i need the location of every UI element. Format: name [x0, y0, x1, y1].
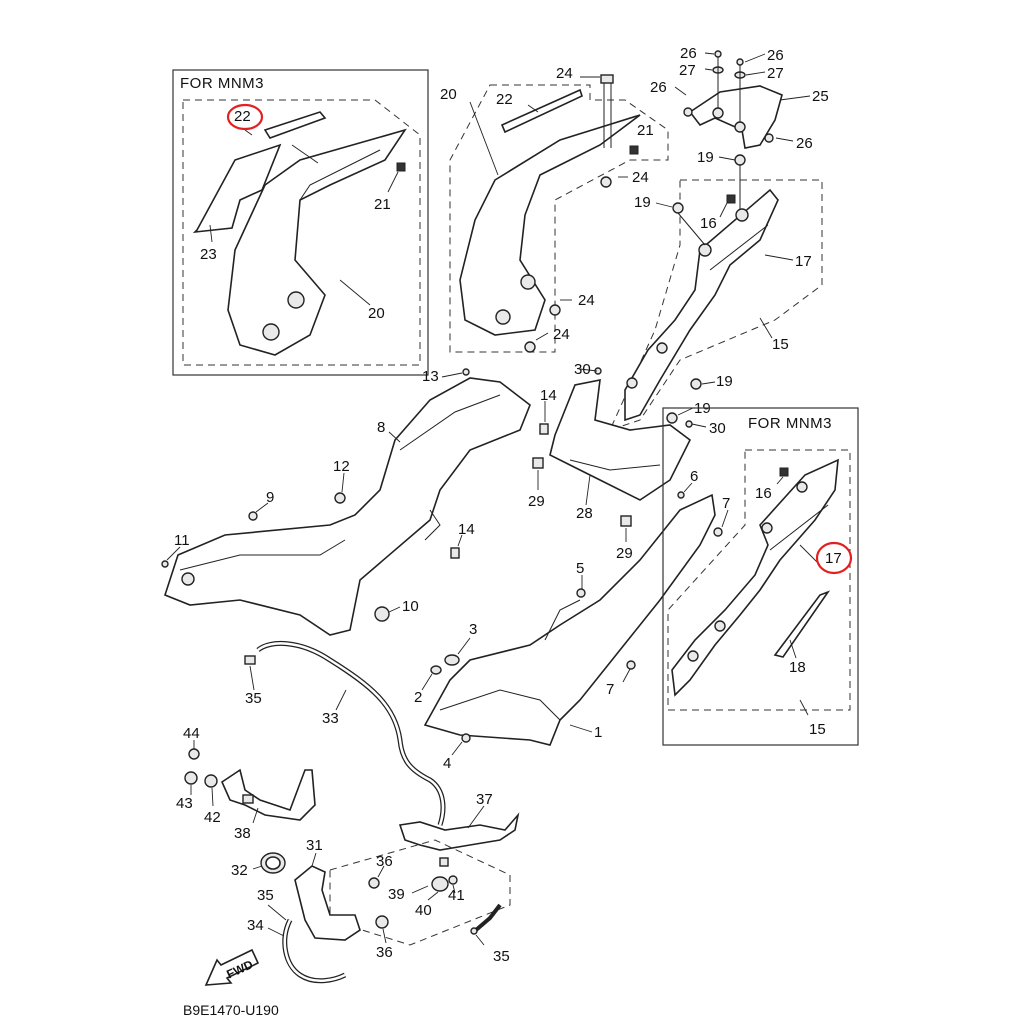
part-25-group: 26 26 27 27 26 25 26: [650, 45, 829, 152]
callout-16: 16: [700, 215, 717, 232]
callout-35-b: 35: [257, 887, 274, 904]
highlight-17: [815, 541, 853, 575]
callout-9: 9: [266, 489, 274, 506]
part-28-group: 29 28 29: [528, 378, 692, 562]
callout-27-b: 27: [767, 65, 784, 82]
callout-5: 5: [576, 560, 584, 577]
part-17-panel-mnm3: [671, 458, 839, 697]
callout-3: 3: [469, 621, 477, 638]
callout-24-lower: 24: [578, 292, 595, 309]
callout-26-a: 26: [680, 45, 697, 62]
callout-41: 41: [448, 887, 465, 904]
forward-arrow: FWD: [204, 948, 260, 986]
callout-7-b: 7: [606, 681, 614, 698]
callout-27-a: 27: [679, 62, 696, 79]
callout-19-c: 19: [716, 373, 733, 390]
callout-19-a: 19: [697, 149, 714, 166]
part-33-cable: [256, 640, 446, 826]
part-23-panel: [192, 143, 282, 234]
callout-20: 20: [440, 86, 457, 103]
callout-6: 6: [690, 468, 698, 485]
callout-36-a: 36: [376, 853, 393, 870]
callout-8: 8: [377, 419, 385, 436]
callout-44: 44: [183, 725, 200, 742]
callout-4: 4: [443, 755, 451, 772]
part-25-bracket: [688, 85, 783, 149]
part-22-trim: [263, 111, 327, 139]
callout-13: 13: [422, 368, 439, 385]
callout-34: 34: [247, 917, 264, 934]
callout-31: 31: [306, 837, 323, 854]
callout-16-mnm3: 16: [755, 485, 772, 502]
callout-39: 39: [388, 886, 405, 903]
right-box-title: FOR MNM3: [748, 415, 832, 432]
callout-2: 2: [414, 689, 422, 706]
callout-26-d: 26: [796, 135, 813, 152]
callout-40: 40: [415, 902, 432, 919]
callout-23: 23: [200, 246, 217, 263]
callout-29-a: 29: [528, 493, 545, 510]
callout-17: 17: [795, 253, 812, 270]
callout-20-left: 20: [368, 305, 385, 322]
callout-7-a: 7: [722, 495, 730, 512]
callout-25: 25: [812, 88, 829, 105]
callout-22-left: 22: [234, 108, 251, 125]
part-8-cover: [164, 377, 531, 636]
callout-1: 1: [594, 724, 602, 741]
part-22-trim-main: [500, 88, 583, 134]
callout-30-a: 30: [574, 361, 591, 378]
callout-32: 32: [231, 862, 248, 879]
lower-mechanism: 35 33 44 43 42 38 37: [176, 640, 520, 984]
callout-10: 10: [402, 598, 419, 615]
callout-15-mnm3: 15: [809, 721, 826, 738]
callout-26-c: 26: [650, 79, 667, 96]
callout-36-b: 36: [376, 944, 393, 961]
callout-17-mnm3: 17: [825, 550, 842, 567]
callout-15: 15: [772, 336, 789, 353]
callout-35-a: 35: [245, 690, 262, 707]
callout-30-b: 30: [709, 420, 726, 437]
callout-33: 33: [322, 710, 339, 727]
callout-19-b: 19: [634, 194, 651, 211]
callout-24-bottom: 24: [553, 326, 570, 343]
part-20-group: 20 22 24 21 24 24 24: [440, 65, 669, 353]
callout-21-left: 21: [374, 196, 391, 213]
callout-21: 21: [637, 122, 654, 139]
part-8-group: 13 14 8 12 9 11 14 10: [161, 368, 557, 636]
callout-42: 42: [204, 809, 221, 826]
part-38-lever: [220, 768, 316, 821]
callout-35-c: 35: [493, 948, 510, 965]
callout-28: 28: [576, 505, 593, 522]
part-37-lever: [398, 812, 520, 851]
callout-24-top: 24: [556, 65, 573, 82]
diagram-reference-code: B9E1470-U190: [183, 1002, 279, 1018]
callout-43: 43: [176, 795, 193, 812]
callout-37: 37: [476, 791, 493, 808]
part-28-cover: [549, 378, 692, 501]
part-20-cover-main: [459, 114, 641, 336]
callout-14-b: 14: [458, 521, 475, 538]
callout-22: 22: [496, 91, 513, 108]
part-18-trim: [773, 590, 831, 658]
callout-18: 18: [789, 659, 806, 676]
left-variant-box: FOR MNM3 22 23 21 20: [172, 69, 429, 376]
part-15-group: 19 19 16 17 15 30 19 19 30: [574, 149, 823, 437]
right-variant-box: FOR MNM3 16 17 18 15: [662, 407, 859, 746]
callout-24-mid: 24: [632, 169, 649, 186]
callout-26-b: 26: [767, 47, 784, 64]
callout-11: 11: [174, 532, 190, 549]
callout-14-a: 14: [540, 387, 557, 404]
callout-29-b: 29: [616, 545, 633, 562]
highlight-22: [226, 103, 264, 131]
callout-38: 38: [234, 825, 251, 842]
callout-12: 12: [333, 458, 350, 475]
part-31-bracket: [294, 865, 361, 941]
part-1-cover: [423, 493, 716, 746]
part-20-cover: [227, 128, 407, 356]
part-1-group: 6 7 5 3 2 7 1 4: [414, 468, 730, 772]
left-box-title: FOR MNM3: [180, 75, 264, 92]
